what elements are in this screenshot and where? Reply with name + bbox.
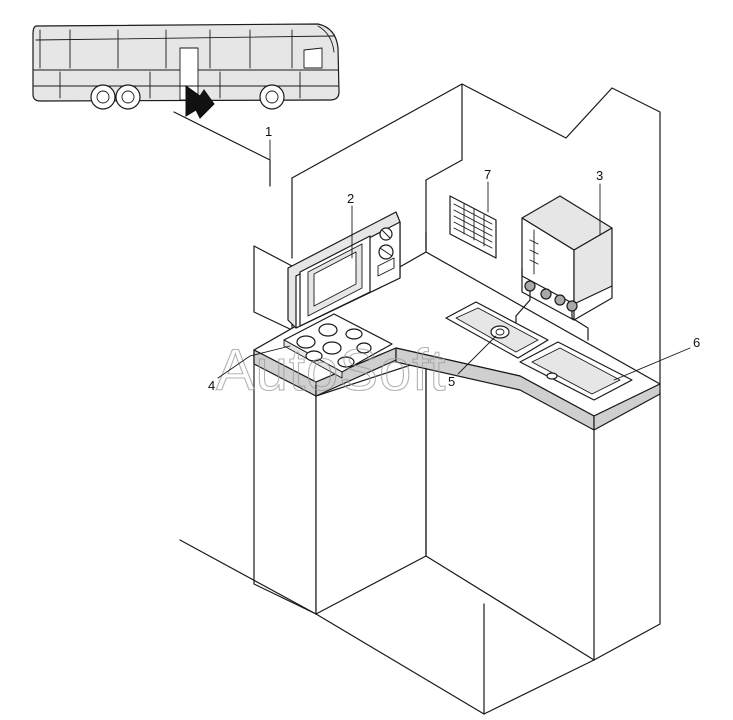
autosoft-watermark: AutoSoft: [216, 338, 446, 403]
pipe-fitting-icon: [524, 280, 578, 312]
callout-4: 4: [208, 378, 215, 393]
microwave-knob-icon: [377, 227, 395, 277]
cabinet-body: [179, 349, 661, 715]
locator-arrow-icon: [185, 85, 215, 119]
callout-leaders: [217, 139, 691, 381]
microwave-oven: [287, 211, 401, 329]
cooktop-hob: [283, 313, 393, 379]
callout-5: 5: [448, 374, 455, 389]
callout-2: 2: [347, 191, 354, 206]
callout-3: 3: [596, 168, 603, 183]
callout-1: 1: [265, 124, 272, 139]
bus-wheel-icon: [90, 84, 285, 110]
burner-icon: [296, 323, 372, 368]
bus-locator-thumbnail: [32, 23, 340, 119]
air-vent-grille: [449, 195, 497, 259]
room-walls: [173, 83, 661, 385]
large-sink-basin: [519, 341, 633, 401]
callout-6: 6: [693, 335, 700, 350]
water-heater-tank: [515, 195, 613, 341]
small-sink-basin: [445, 301, 549, 359]
callout-7: 7: [484, 167, 491, 182]
